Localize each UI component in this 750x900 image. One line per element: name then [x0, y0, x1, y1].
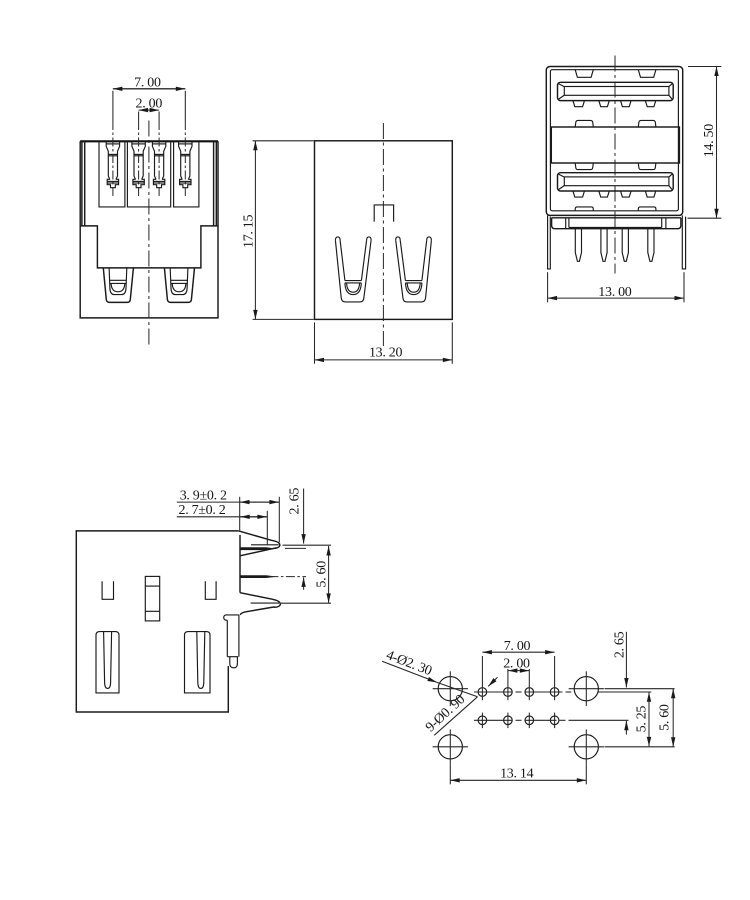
svg-text:2. 65: 2. 65 [288, 488, 303, 515]
svg-text:14. 50: 14. 50 [702, 124, 717, 158]
svg-text:3. 9±0. 2: 3. 9±0. 2 [180, 488, 227, 503]
svg-text:5. 25: 5. 25 [635, 706, 650, 733]
svg-text:9-Ø0. 90: 9-Ø0. 90 [423, 692, 468, 735]
svg-text:7. 00: 7. 00 [504, 639, 531, 654]
svg-text:5. 60: 5. 60 [315, 561, 330, 588]
svg-text:4-Ø2. 30: 4-Ø2. 30 [384, 648, 434, 679]
svg-text:2. 7±0. 2: 2. 7±0. 2 [179, 503, 226, 518]
svg-text:5. 60: 5. 60 [658, 704, 673, 731]
svg-text:17. 15: 17. 15 [241, 215, 256, 249]
svg-text:13. 20: 13. 20 [369, 345, 403, 360]
svg-text:13. 00: 13. 00 [598, 285, 632, 300]
svg-text:7. 00: 7. 00 [134, 75, 161, 90]
svg-text:13. 14: 13. 14 [500, 766, 534, 781]
svg-text:2. 65: 2. 65 [612, 631, 627, 658]
svg-text:2. 00: 2. 00 [136, 96, 163, 111]
svg-text:2. 00: 2. 00 [503, 656, 530, 671]
